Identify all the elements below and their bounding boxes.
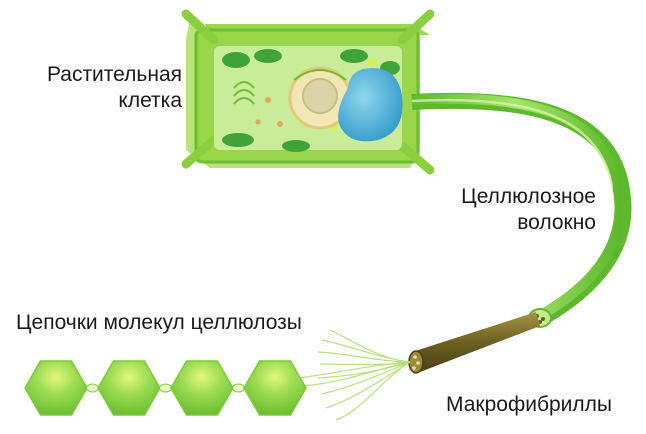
label-plant-cell-line2: клетка — [118, 89, 182, 112]
glycosidic-link — [232, 383, 245, 393]
label-cellulose-fiber-line1: Целлюлозное — [461, 185, 596, 208]
glycosidic-link — [86, 383, 99, 393]
cellulose-chain-illustration — [24, 360, 307, 416]
label-cellulose-fiber: Целлюлозное волокно — [420, 184, 596, 236]
label-cellulose-fiber-line2: волокно — [517, 211, 596, 234]
cellulose-ring — [24, 360, 88, 416]
label-plant-cell: Растительная клетка — [20, 62, 182, 114]
cellulose-ring — [243, 360, 307, 416]
label-molecule-chains: Цепочки молекул целлюлозы — [16, 311, 302, 334]
splayed-fibrils — [299, 329, 411, 421]
plant-cell-illustration — [181, 9, 435, 175]
cellulose-ring — [170, 360, 234, 416]
macrofibril-bundle-illustration — [408, 312, 540, 374]
label-macrofibrils: Макрофибриллы — [446, 393, 613, 416]
cellulose-ring — [97, 360, 161, 416]
label-plant-cell-line1: Растительная — [46, 63, 182, 86]
glycosidic-link — [159, 383, 172, 393]
